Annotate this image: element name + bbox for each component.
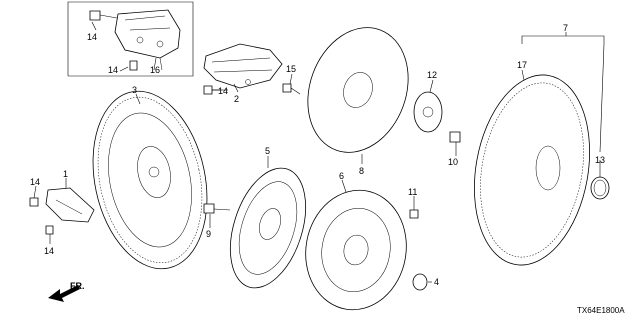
bolt-14a[interactable] xyxy=(89,10,118,21)
callout-16: 16 xyxy=(150,65,160,75)
front-label: FR. xyxy=(70,281,85,291)
callout-10: 10 xyxy=(448,157,458,167)
callout-4: 4 xyxy=(434,277,439,287)
callout-17: 17 xyxy=(517,60,527,70)
callout-1: 1 xyxy=(63,169,68,179)
part-8-drive-plate[interactable] xyxy=(291,13,425,166)
part-9-bolt[interactable] xyxy=(203,203,231,214)
callout-7-bracket xyxy=(521,32,605,153)
part-13-oring[interactable] xyxy=(590,176,610,200)
part-6-pressure-plate[interactable] xyxy=(296,182,415,318)
part-12-plate[interactable] xyxy=(413,91,443,133)
callout-14: 14 xyxy=(30,177,40,187)
callout-15: 15 xyxy=(286,64,296,74)
callout-12: 12 xyxy=(427,70,437,80)
callout-6: 6 xyxy=(339,171,344,181)
inset-box xyxy=(67,1,194,77)
part-3-flywheel[interactable] xyxy=(77,81,222,280)
leader-lines xyxy=(33,21,601,283)
bolt-14b[interactable] xyxy=(129,60,138,71)
part-15-bolt[interactable] xyxy=(282,83,301,95)
part-5-clutch-disc[interactable] xyxy=(217,159,320,298)
part-16-cover[interactable] xyxy=(114,9,181,71)
callout-9: 9 xyxy=(206,229,211,239)
part-2-cover[interactable] xyxy=(203,43,283,89)
callout-14: 14 xyxy=(218,86,228,96)
callout-11: 11 xyxy=(408,187,417,197)
callout-8: 8 xyxy=(359,166,364,176)
front-arrow: FR. xyxy=(48,281,85,302)
part-11-bolt[interactable] xyxy=(409,209,419,219)
part-1-bracket[interactable] xyxy=(45,187,95,223)
part-17-torque-converter[interactable] xyxy=(460,66,604,275)
callout-14: 14 xyxy=(44,246,54,256)
callout-14: 14 xyxy=(87,32,97,42)
callout-labels: 14 14 16 14 2 15 3 1 14 14 5 9 6 8 12 10… xyxy=(30,23,605,287)
callout-5: 5 xyxy=(265,146,270,156)
part-10-bolt[interactable] xyxy=(449,131,461,143)
callout-14: 14 xyxy=(108,65,118,75)
bolt-14e[interactable] xyxy=(45,225,54,235)
part-4-bushing[interactable] xyxy=(412,273,428,291)
callout-13: 13 xyxy=(595,155,605,165)
diagram-code: TX64E1800A xyxy=(577,306,625,315)
callout-3: 3 xyxy=(132,85,137,95)
callout-2: 2 xyxy=(234,94,239,104)
bolt-14d[interactable] xyxy=(29,197,39,207)
callout-7: 7 xyxy=(563,23,568,33)
